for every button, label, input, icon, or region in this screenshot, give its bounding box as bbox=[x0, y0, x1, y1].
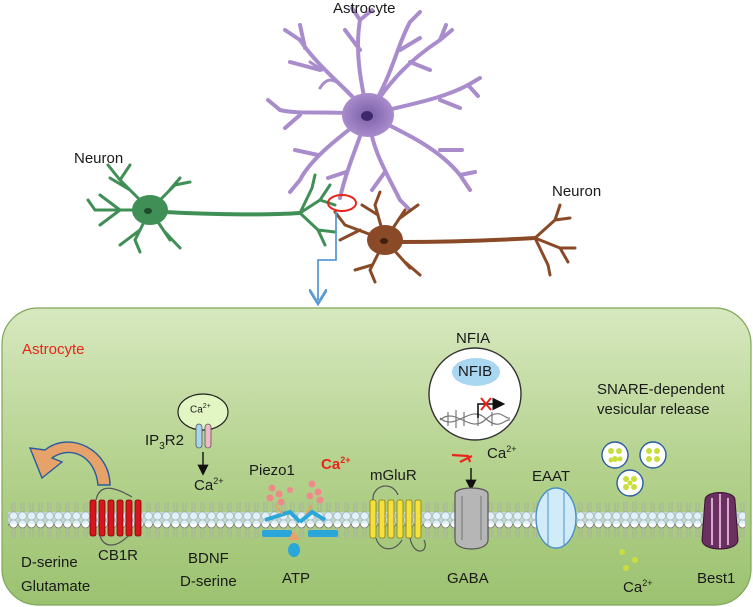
eaat-label: EAAT bbox=[532, 468, 571, 485]
astrocyte-cell bbox=[266, 6, 482, 212]
neuron-left bbox=[86, 163, 337, 254]
gaba-label: GABA bbox=[447, 570, 489, 587]
ip3r2-store bbox=[177, 393, 229, 449]
cb1r-label: CB1R bbox=[98, 547, 139, 564]
mglur-receptor bbox=[369, 485, 426, 552]
release-curved-arrow bbox=[28, 441, 111, 486]
calcium-dots-right bbox=[306, 480, 324, 504]
eaat-transporter bbox=[535, 487, 577, 549]
transcription-arrow-icon bbox=[477, 397, 506, 418]
inhibitor-mark bbox=[451, 453, 473, 463]
nfia-label: NFIA bbox=[456, 330, 491, 347]
d-serine-left-label: D-serine bbox=[21, 554, 78, 571]
atp-label: ATP bbox=[282, 570, 311, 587]
best1-label: Best1 bbox=[697, 570, 736, 587]
block-x-icon bbox=[480, 397, 492, 411]
zoom-connector bbox=[318, 212, 337, 300]
bdnf-label: BDNF bbox=[188, 550, 229, 567]
astrocyte-panel-label: Astrocyte bbox=[22, 341, 85, 358]
neuron-right-label: Neuron bbox=[552, 183, 602, 200]
neuron-left-label: Neuron bbox=[74, 150, 124, 167]
calcium-ip3r2-label: Ca2+ bbox=[194, 476, 224, 494]
ip3r2-label: IP3R2 bbox=[145, 432, 184, 452]
gaba-channel bbox=[454, 487, 489, 550]
piezo1-channel bbox=[262, 504, 338, 557]
snare-label-line2: vesicular release bbox=[597, 401, 710, 418]
snare-label-line1: SNARE-dependent bbox=[597, 381, 725, 398]
calcium-dots-bottom bbox=[619, 549, 638, 571]
best1-channel bbox=[701, 492, 739, 550]
d-serine-mid-label: D-serine bbox=[180, 573, 237, 590]
mglur-label: mGluR bbox=[370, 467, 417, 484]
calcium-piezo-label: Ca2+ bbox=[321, 455, 351, 473]
astrocyte-top-label: Astrocyte bbox=[333, 0, 396, 17]
synapse-highlight bbox=[327, 194, 357, 212]
glutamate-label: Glutamate bbox=[21, 578, 91, 595]
nucleus bbox=[428, 347, 522, 441]
piezo1-label: Piezo1 bbox=[249, 462, 295, 479]
calcium-nfia-label: Ca2+ bbox=[487, 444, 517, 462]
nfib-blob bbox=[452, 358, 500, 386]
neuron-right bbox=[333, 190, 577, 284]
calcium-dots-left bbox=[266, 484, 293, 506]
calcium-store-label: Ca2+ bbox=[190, 403, 211, 416]
snare-vesicles bbox=[601, 441, 667, 497]
nfib-label: NFIB bbox=[458, 363, 493, 380]
cb1r-receptor bbox=[89, 487, 142, 546]
calcium-bottom-label: Ca2+ bbox=[623, 578, 653, 596]
dna-icon bbox=[439, 410, 511, 428]
